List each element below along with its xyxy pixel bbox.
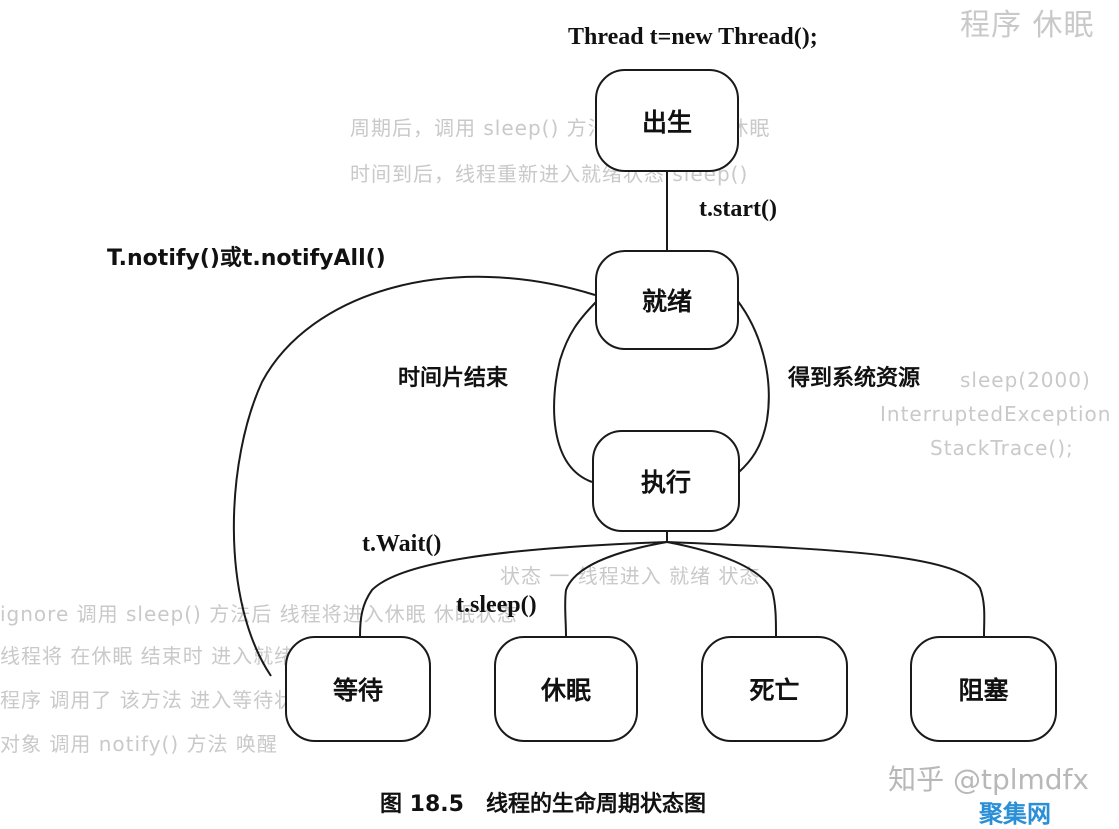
background-bleed-text: InterruptedException e){ (880, 402, 1119, 426)
new-thread-label: Thread t=new Thread(); (568, 24, 818, 50)
background-bleed-text: StackTrace(); (930, 436, 1074, 460)
running-state-label: 执行 (640, 468, 691, 497)
edge-to-blocked (666, 541, 986, 637)
figure-number: 图 18.5 (380, 792, 464, 817)
edge-to-sleeping (564, 541, 668, 637)
ready-state-label: 就绪 (641, 287, 692, 316)
sleeping-state-label: 休眠 (540, 676, 591, 705)
born-state-label: 出生 (641, 107, 692, 137)
watermark-site: 聚集网 (979, 800, 1051, 828)
sleeping-state-node: 休眠 (494, 636, 638, 742)
edge-ready-to-running-resources (736, 299, 770, 473)
waiting-state-label: 等待 (332, 676, 383, 705)
background-bleed-text: 对象 调用 notify() 方法 唤醒 (0, 732, 278, 756)
figure-caption: 图 18.5 线程的生命周期状态图 (380, 786, 706, 818)
figure-title: 线程的生命周期状态图 (485, 792, 706, 817)
time-slice-end-label: 时间片结束 (398, 366, 509, 391)
dead-state-label: 死亡 (749, 676, 800, 705)
edge-to-dead (666, 541, 777, 637)
edge-to-waiting (359, 541, 668, 637)
waiting-state-node: 等待 (285, 636, 431, 742)
ready-state-node: 就绪 (595, 250, 739, 350)
watermark-handle: 知乎 @tplmdfx (888, 763, 1089, 796)
background-bleed-text: ignore 调用 sleep() 方法后 线程将进入休眠 休眠状态 (0, 602, 518, 626)
sleep-transition-label: t.sleep() (456, 592, 537, 618)
background-bleed-text: 状态 一 线程进入 就绪 状态 (500, 564, 761, 588)
start-transition-label: t.start() (699, 196, 777, 222)
running-state-node: 执行 (592, 430, 740, 532)
edge-waiting-to-ready-notify (232, 275, 596, 677)
blocked-state-node: 阻塞 (910, 636, 1057, 742)
edge-running-to-ready-time-slice (553, 299, 599, 483)
wait-transition-label: t.Wait() (362, 531, 442, 557)
background-bleed-text: 程序 休眠 (960, 8, 1095, 43)
born-state-node: 出生 (595, 69, 739, 172)
background-bleed-text: sleep(2000) (960, 368, 1091, 392)
background-bleed-text: 线程将 在休眠 结束时 进入就绪状态 (0, 644, 338, 668)
notify-transition-label: T.notify()或t.notifyAll() (107, 246, 386, 271)
blocked-state-label: 阻塞 (958, 676, 1009, 705)
dead-state-node: 死亡 (701, 636, 848, 742)
get-resources-label: 得到系统资源 (788, 366, 921, 391)
